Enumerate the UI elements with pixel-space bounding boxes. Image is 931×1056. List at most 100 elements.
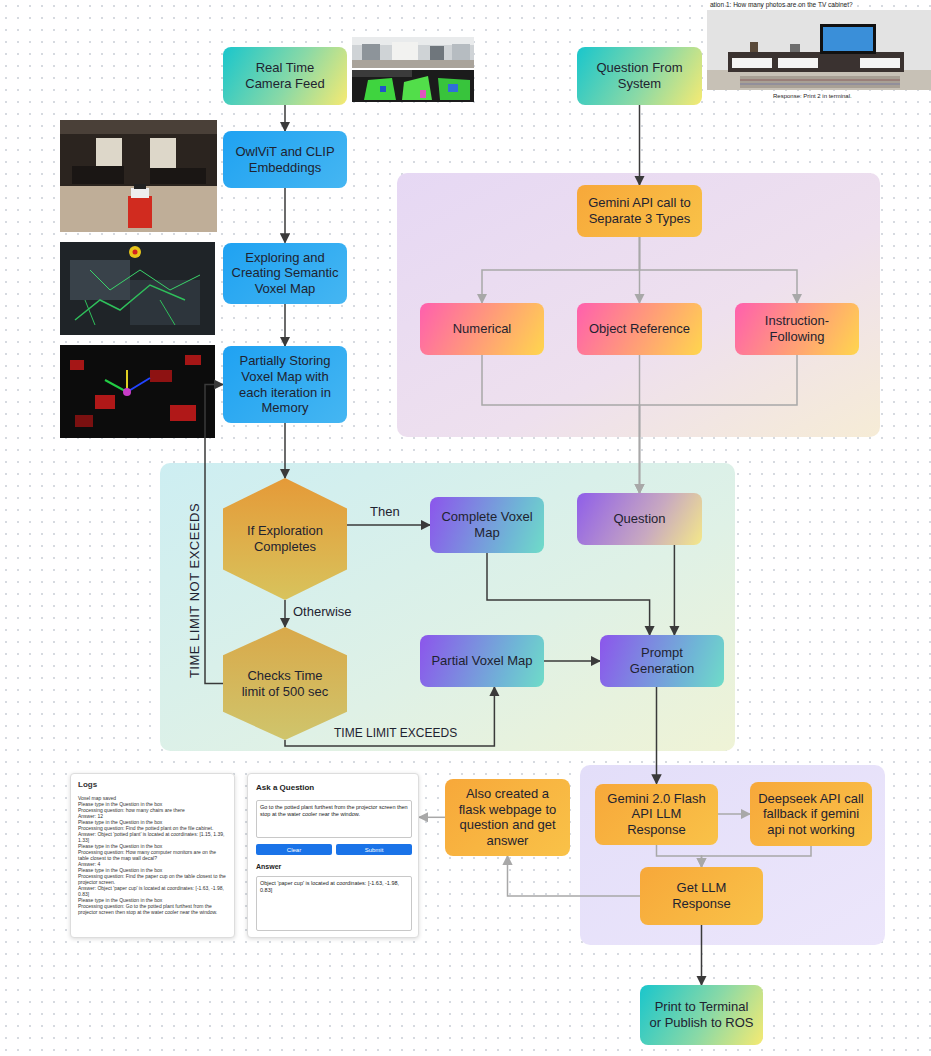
connector: [284, 304, 286, 346]
text-field: Go to the potted plant furthest from the…: [256, 800, 412, 838]
node-text: Submit: [365, 847, 384, 853]
log-line: Please type in the Question in the box: [78, 843, 227, 849]
api-box: Gemini API call to Separate 3 Types: [577, 185, 702, 237]
text-wrap: Checks Time limit of 500 sec: [239, 668, 331, 699]
image-caption: Response: Print 2 in terminal.: [773, 93, 852, 99]
log-line: Processing question: how many chairs are…: [78, 807, 227, 813]
answer-field: Object 'paper cup' is located at coordin…: [256, 876, 412, 931]
process-box: Partially Storing Voxel Map with each it…: [223, 346, 347, 423]
node-text: Real Time Camera Feed: [231, 60, 339, 91]
text-wrap: Prompt Generation: [608, 645, 716, 676]
text-wrap: Partially Storing Voxel Map with each it…: [231, 353, 339, 415]
node-text: Object 'paper cup' is located at coordin…: [260, 880, 408, 894]
category-box: Numerical: [420, 303, 544, 355]
text-wrap: Complete Voxel Map: [438, 509, 536, 540]
log-line: Answer: 12: [78, 813, 227, 819]
process-box: OwlViT and CLIP Embeddings: [223, 131, 347, 188]
log-line: Processing question: How many computer m…: [78, 849, 227, 861]
connector: [284, 423, 286, 478]
connector: [508, 856, 641, 896]
connector: [284, 188, 286, 243]
node-text: Go to the potted plant furthest from the…: [260, 804, 408, 818]
text-wrap: Also created a flask webpage to question…: [453, 786, 562, 848]
text-wrap: Print to Terminal or Publish to ROS: [648, 999, 755, 1030]
log-line: Answer: 4: [78, 861, 227, 867]
connector: [482, 355, 640, 493]
node-text: Clear: [287, 847, 301, 853]
text-wrap: Deepseek API call fallback if gemini api…: [758, 791, 864, 838]
api-box: Deepseek API call fallback if gemini api…: [750, 782, 872, 846]
log-line: Please type in the Question in the box: [78, 867, 227, 873]
category-box: Instruction-Following: [735, 303, 859, 355]
node-text: Question: [585, 511, 694, 527]
node-text: Deepseek API call fallback if gemini api…: [758, 791, 864, 838]
teal-band: [160, 463, 735, 751]
text-wrap: Get LLM Response: [648, 880, 755, 911]
logs-panel: LogsVoxel map savedPlease type in the Qu…: [70, 773, 235, 938]
log-line: Please type in the Question in the box: [78, 801, 227, 807]
log-line: Answer: Object 'paper cup' is located at…: [78, 885, 227, 897]
node-text: Gemini 2.0 Flash API LLM Response: [603, 791, 710, 838]
node-text: Gemini API call to Separate 3 Types: [585, 195, 694, 226]
submit-button: Submit: [336, 844, 412, 855]
process-box: Get LLM Response: [640, 867, 763, 925]
category-box: Object Reference: [577, 303, 702, 355]
connector: [482, 237, 640, 303]
text-wrap: Real Time Camera Feed: [231, 60, 339, 91]
log-line: Please type in the Question in the box: [78, 819, 227, 825]
log-line: Processing question: Find the paper cup …: [78, 873, 227, 885]
connector: [487, 553, 650, 635]
answer-heading: Answer: [256, 863, 281, 870]
data-box: Question: [577, 493, 702, 545]
connector: [702, 846, 812, 867]
start-box: Question From System: [577, 47, 702, 105]
node-text: Print to Terminal or Publish to ROS: [648, 999, 755, 1030]
data-box: Complete Voxel Map: [430, 497, 544, 553]
text-wrap: Instruction-Following: [743, 313, 851, 344]
question-panel: Ask a QuestionAnswerGo to the potted pla…: [247, 773, 419, 938]
node-text: Get LLM Response: [648, 880, 755, 911]
connector: [347, 524, 430, 526]
text-wrap: Exploring and Creating Semantic Voxel Ma…: [231, 250, 339, 297]
node-text: Partial Voxel Map: [428, 653, 536, 669]
start-box: Real Time Camera Feed: [223, 47, 347, 105]
text-wrap: Question From System: [585, 60, 694, 91]
note-box: Also created a flask webpage to question…: [445, 779, 570, 856]
connector: [674, 545, 676, 635]
connector: [640, 237, 798, 303]
text-wrap: Numerical: [428, 321, 536, 337]
data-box: Partial Voxel Map: [420, 635, 544, 687]
tv-cabinet-render: [707, 10, 931, 90]
edge-label: TIME LIMIT NOT EXCEEDS: [188, 502, 203, 677]
semantic-thumbnail: [352, 70, 474, 102]
node-text: Prompt Generation: [608, 645, 716, 676]
log-line: Please type in the Question in the box: [78, 897, 227, 903]
exploration-map: [60, 242, 215, 335]
text-wrap: Gemini 2.0 Flash API LLM Response: [603, 791, 710, 838]
camera-thumbnail: [352, 37, 474, 68]
hexagon-outline: [223, 478, 347, 600]
connector: [701, 925, 703, 985]
process-box: Exploring and Creating Semantic Voxel Ma…: [223, 243, 347, 304]
connector: [640, 355, 798, 493]
log-line: Processing question: Go to the potted pl…: [78, 903, 227, 915]
node-text: Complete Voxel Map: [438, 509, 536, 540]
room-render: [60, 120, 217, 232]
node-text: Also created a flask webpage to question…: [453, 786, 562, 848]
connector: [544, 660, 600, 662]
node-text: Instruction-Following: [743, 313, 851, 344]
node-text: Partially Storing Voxel Map with each it…: [231, 353, 339, 415]
image-caption: ation 1: How many photos are on the TV c…: [710, 1, 853, 8]
log-line: Answer: Object 'potted plant' is located…: [78, 831, 227, 843]
node-text: Numerical: [428, 321, 536, 337]
connector: [718, 813, 750, 815]
node-text: OwlViT and CLIP Embeddings: [231, 144, 339, 175]
decision-hexagon: Checks Time limit of 500 sec: [223, 627, 347, 740]
text-wrap: If Exploration Completes: [239, 523, 331, 554]
edge-label: Otherwise: [293, 605, 352, 620]
panel-heading: Logs: [78, 780, 227, 789]
node-text: Question From System: [585, 60, 694, 91]
edge-label: TIME LIMIT EXCEEDS: [334, 727, 457, 741]
voxel-map: [60, 345, 215, 438]
